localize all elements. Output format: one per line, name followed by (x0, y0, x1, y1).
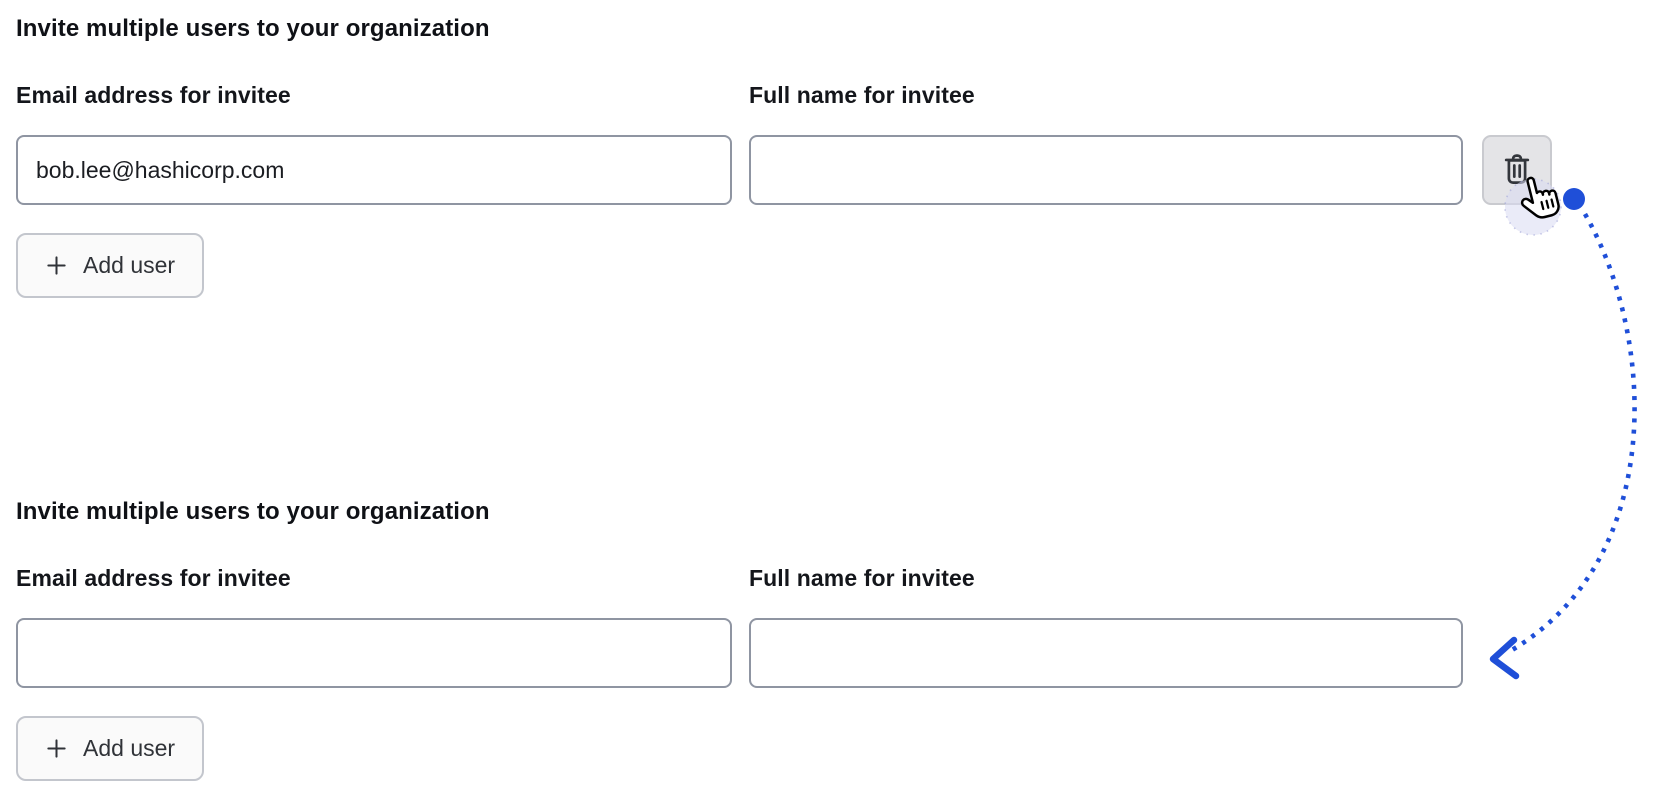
add-user-label: Add user (83, 252, 176, 278)
invite-form-before: Invite multiple users to your organizati… (16, 14, 1656, 314)
email-label: Email address for invitee (16, 82, 291, 108)
delete-row-button[interactable] (1482, 135, 1552, 205)
plus-icon (47, 256, 66, 275)
full-name-label: Full name for invitee (749, 82, 975, 108)
add-user-button[interactable]: Add user (16, 716, 205, 781)
trash-icon (1504, 154, 1530, 184)
plus-icon (47, 739, 66, 758)
email-field[interactable] (16, 135, 732, 205)
email-field[interactable] (16, 618, 732, 688)
invite-form-after: Invite multiple users to your organizati… (16, 497, 1656, 797)
add-user-button[interactable]: Add user (16, 233, 205, 298)
email-label: Email address for invitee (16, 565, 291, 591)
full-name-field[interactable] (749, 618, 1463, 688)
full-name-label: Full name for invitee (749, 565, 975, 591)
full-name-field[interactable] (749, 135, 1463, 205)
page-title: Invite multiple users to your organizati… (16, 15, 490, 42)
add-user-label: Add user (83, 735, 176, 761)
page-title: Invite multiple users to your organizati… (16, 498, 490, 525)
